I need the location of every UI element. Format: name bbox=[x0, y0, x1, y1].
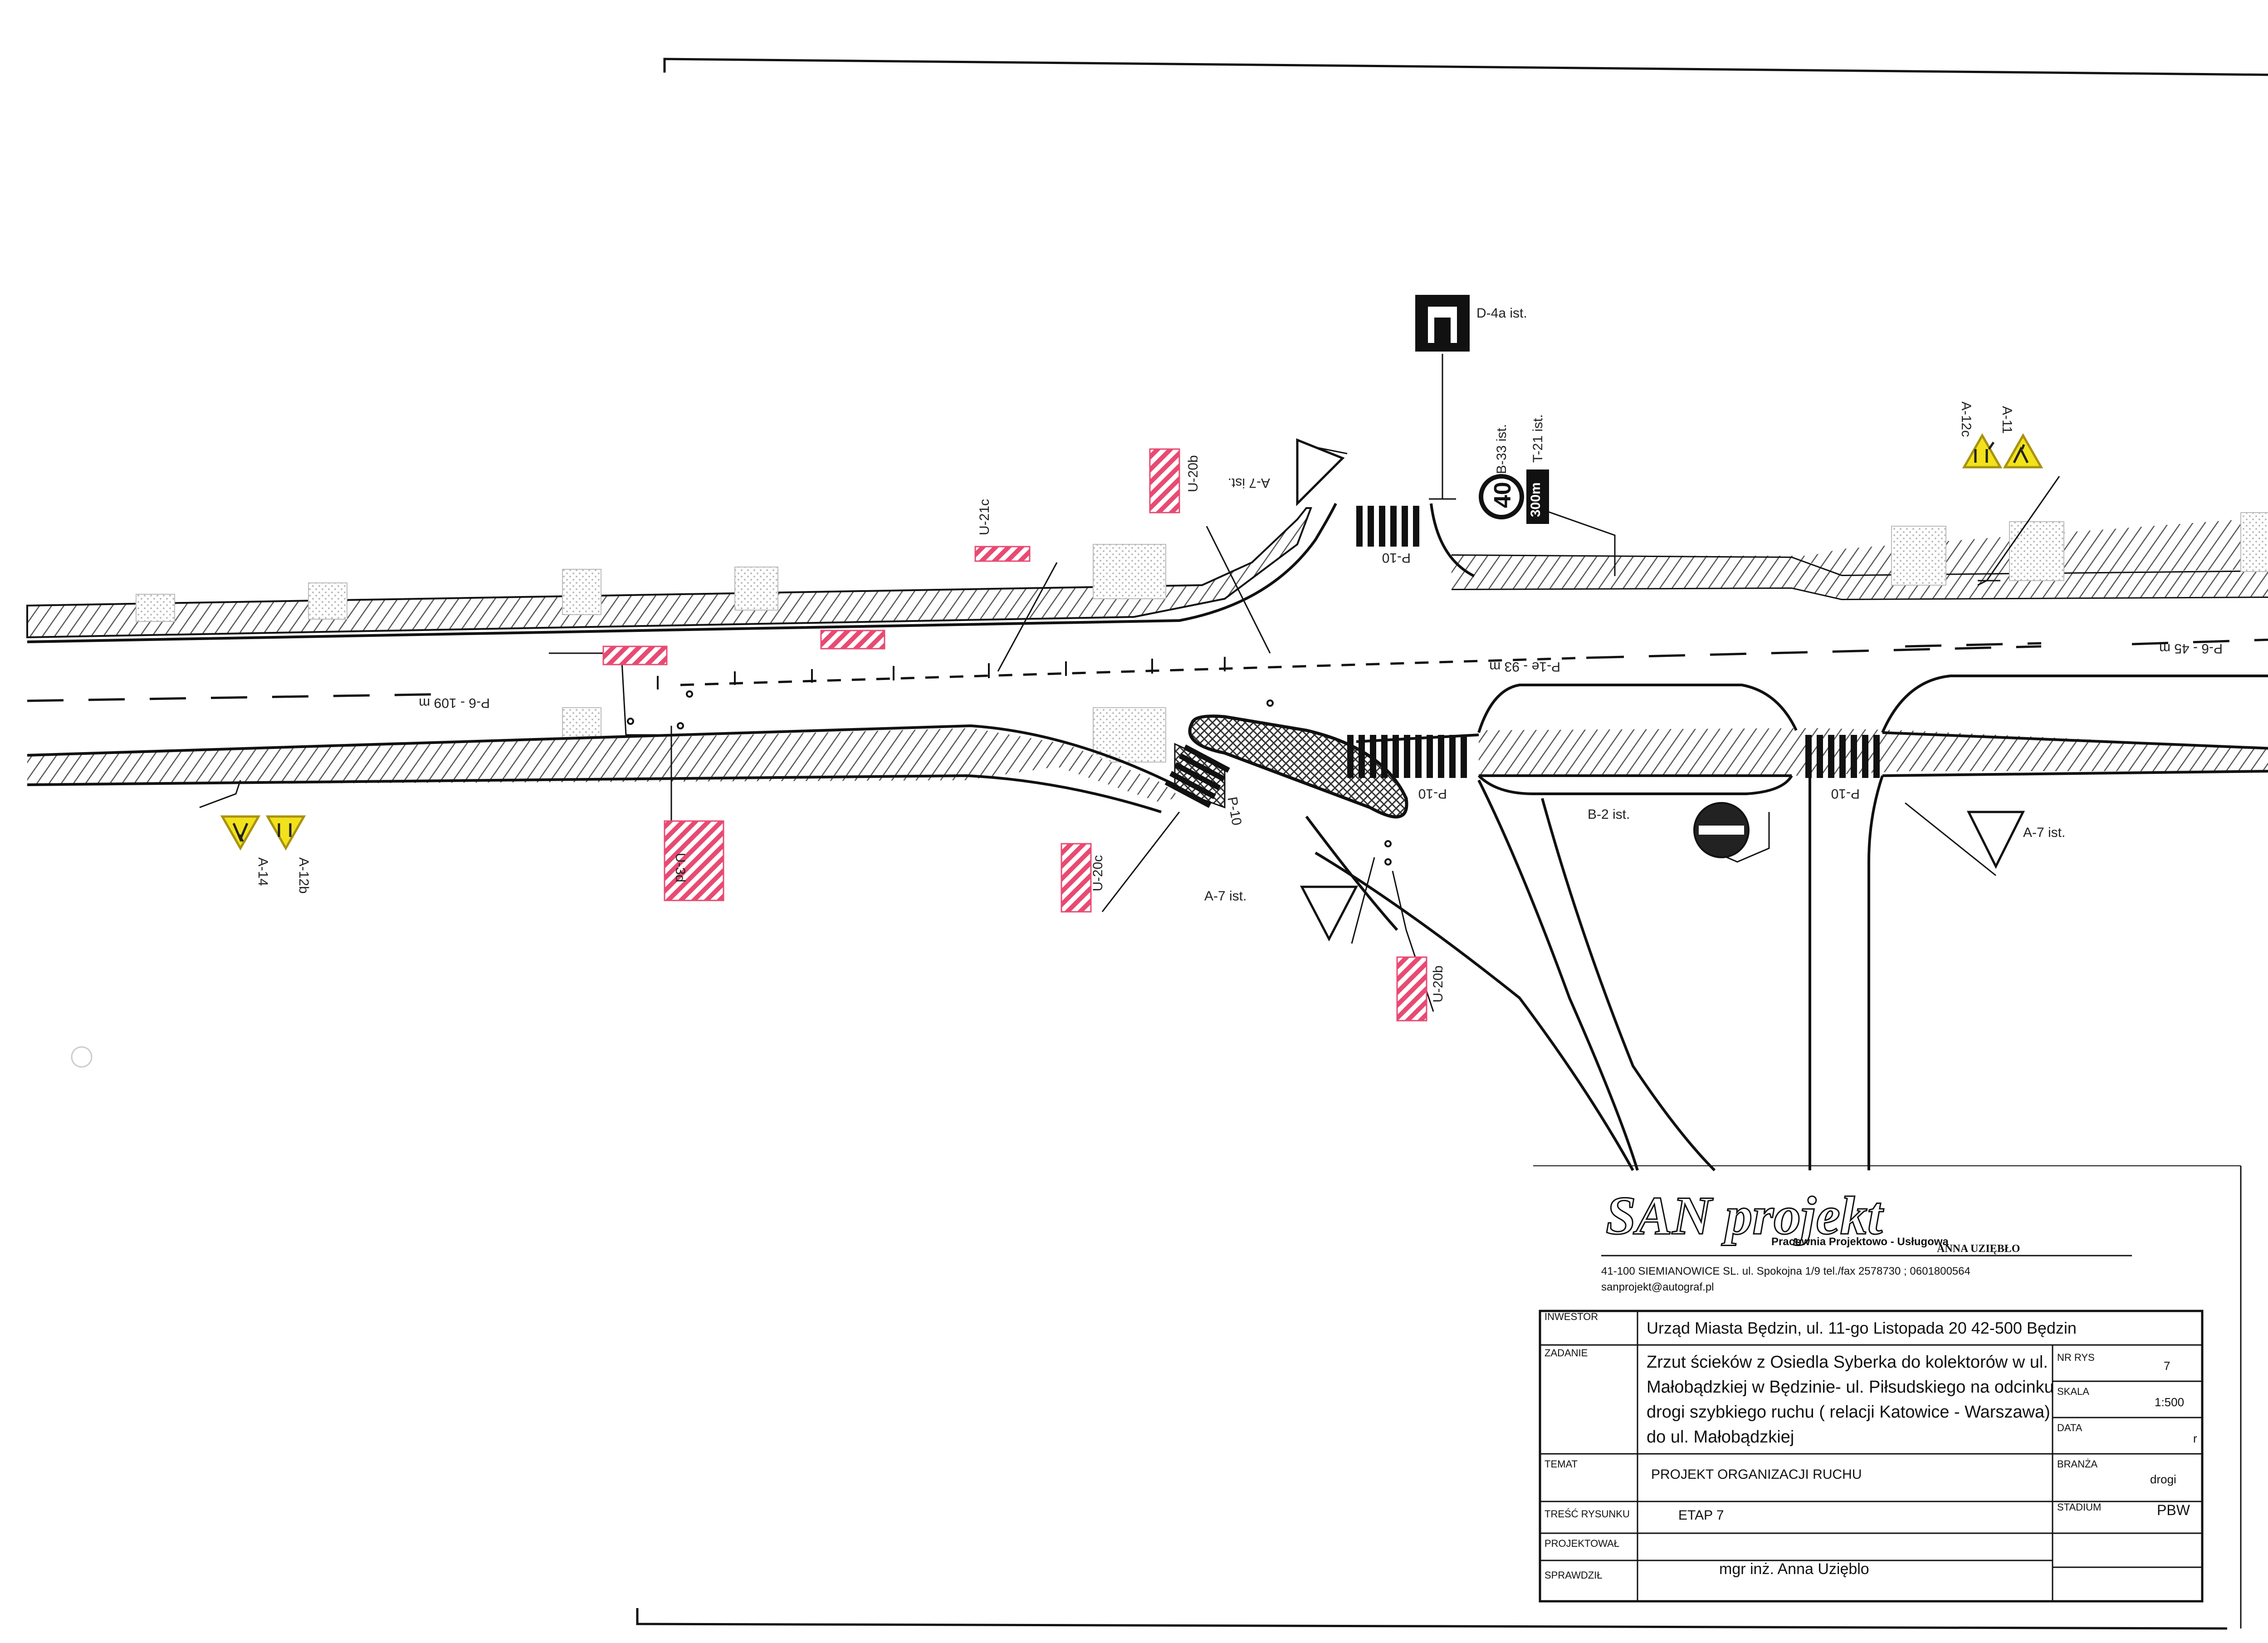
d4a-sign: D-4a ist. bbox=[1415, 295, 1527, 352]
zebra-island bbox=[1164, 744, 1230, 808]
zadanie-line-1: Zrzut ścieków z Osiedla Syberka do kolek… bbox=[1647, 1353, 2048, 1372]
zadanie-line-4: do ul. Małobądzkiej bbox=[1647, 1428, 1794, 1447]
branza-value: drogi bbox=[2150, 1472, 2176, 1486]
u20b-top-label: U-20b bbox=[1186, 455, 1201, 492]
a7-right-label: A-7 ist. bbox=[2023, 825, 2065, 840]
zadanie-line-3: drogi szybkiego ruchu ( relacji Katowice… bbox=[1647, 1403, 2050, 1422]
u3d-board: U-3d bbox=[664, 820, 724, 901]
p10-label-island: P-10 bbox=[1224, 796, 1244, 826]
b2-label: B-2 ist. bbox=[1588, 807, 1630, 822]
branza-label: BRANŻA bbox=[2057, 1458, 2098, 1470]
zebra-north bbox=[1356, 506, 1419, 547]
a14-label: A-14 bbox=[255, 857, 270, 886]
a11-label: A-11 bbox=[1999, 406, 2014, 434]
p10-label-north: P-10 bbox=[1382, 550, 1411, 565]
a7-mid-label: A-7 ist. bbox=[1204, 889, 1246, 904]
u20b-low-label: U-20b bbox=[1431, 965, 1446, 1002]
b33-sign: 40 B-33 ist. bbox=[1479, 424, 1524, 519]
nr-rys-value: 7 bbox=[2164, 1359, 2170, 1373]
a7-mid-sign: A-7 ist. bbox=[1204, 885, 1359, 942]
u21c-boards: U-21c bbox=[602, 499, 1031, 665]
b33-label: B-33 ist. bbox=[1494, 424, 1509, 474]
a7-top-sign: A-7 ist. bbox=[1228, 438, 1345, 507]
marking-labels: P-10 P-10 P-10 P-10 P-6 - 109 m P-1e - 9… bbox=[419, 550, 2223, 826]
u3d-label: U-3d bbox=[673, 853, 688, 882]
warning-signs-right: A-12c A-11 bbox=[1959, 401, 2043, 469]
zadanie-label: ZADANIE bbox=[1545, 1347, 1588, 1359]
temat-value: PROJEKT ORGANIZACJI RUCHU bbox=[1651, 1467, 1862, 1482]
company-owner: ANNA UZIĘBŁO bbox=[1937, 1243, 2020, 1255]
a12b-label: A-12b bbox=[296, 857, 311, 894]
company-subtitle: Pracownia Projektowo - Usługowa bbox=[1771, 1236, 1949, 1248]
company-logo: SAN projekt bbox=[1606, 1185, 1884, 1246]
center-lane-line bbox=[27, 638, 2268, 702]
delineator-posts bbox=[627, 657, 1392, 866]
t21-plate: 300m T-21 ist. bbox=[1526, 414, 1549, 524]
barrier-blocks bbox=[136, 512, 2268, 763]
zebra-south-a bbox=[1347, 735, 1467, 778]
sheet-frame bbox=[71, 58, 2268, 1630]
tresc-label: TREŚĆ RYSUNKU bbox=[1545, 1508, 1630, 1520]
p6-left-label: P-6 - 109 m bbox=[419, 695, 490, 710]
p10-label-east: P-10 bbox=[1831, 786, 1860, 801]
b2-sign: B-2 ist. bbox=[1588, 802, 1750, 858]
p1e-label: P-1e - 93 m bbox=[1489, 659, 1560, 674]
zebra-crossings bbox=[1164, 506, 1880, 808]
warning-signs-left: A-14 A-12b bbox=[220, 815, 311, 894]
sign-leaders bbox=[199, 354, 2060, 1012]
stadium-label: STADIUM bbox=[2057, 1501, 2101, 1513]
title-block: INWESTOR Urząd Miasta Będzin, ul. 11-go … bbox=[1539, 1310, 2204, 1603]
u21c-label: U-21c bbox=[977, 499, 992, 535]
data-label: DATA bbox=[2057, 1422, 2082, 1433]
t21-value: 300m bbox=[1528, 482, 1543, 517]
company-stamp: SAN projekt Pracownia Projektowo - Usług… bbox=[1601, 1185, 2132, 1293]
b33-value: 40 bbox=[1490, 482, 1516, 508]
side-roads bbox=[1305, 675, 2268, 1172]
d4a-label: D-4a ist. bbox=[1476, 306, 1527, 321]
company-address: 41-100 SIEMIANOWICE SL. ul. Spokojna 1/9… bbox=[1601, 1265, 1970, 1277]
company-email: sanprojekt@autograf.pl bbox=[1601, 1281, 1714, 1293]
data-value: r bbox=[2193, 1432, 2197, 1445]
tresc-value: ETAP 7 bbox=[1678, 1508, 1724, 1523]
stadium-value: PBW bbox=[2157, 1502, 2190, 1518]
p6-right-label: P-6 - 45 m bbox=[2159, 641, 2223, 656]
zadanie-line-2: Małobądzkiej w Będzinie- ul. Piłsudskieg… bbox=[1647, 1378, 2054, 1397]
temat-label: TEMAT bbox=[1545, 1458, 1578, 1470]
projektowal-label: PROJEKTOWAŁ bbox=[1545, 1538, 1619, 1549]
inwestor-label: INWESTOR bbox=[1545, 1311, 1598, 1322]
skala-label: SKALA bbox=[2057, 1386, 2089, 1397]
u20b-low-board: U-20b bbox=[1396, 956, 1446, 1022]
a7-top-label: A-7 ist. bbox=[1228, 475, 1270, 490]
sprawdzil-label: SPRAWDZIŁ bbox=[1545, 1570, 1603, 1581]
u20c-board: U-20c bbox=[1061, 843, 1105, 913]
a12c-label: A-12c bbox=[1959, 401, 1974, 437]
u20c-label: U-20c bbox=[1090, 855, 1105, 891]
inwestor-value: Urząd Miasta Będzin, ul. 11-go Listopada… bbox=[1647, 1319, 2077, 1337]
zebra-south-b bbox=[1805, 735, 1880, 778]
skala-value: 1:500 bbox=[2155, 1395, 2184, 1409]
t21-label: T-21 ist. bbox=[1530, 414, 1545, 463]
projektowal-value: mgr inż. Anna Uzięblo bbox=[1719, 1560, 1869, 1578]
a7-right-sign: A-7 ist. bbox=[1966, 811, 2065, 869]
u20b-top-board: U-20b bbox=[1149, 448, 1201, 513]
p10-label-south: P-10 bbox=[1418, 786, 1447, 801]
nr-rys-label: NR RYS bbox=[2057, 1352, 2095, 1363]
